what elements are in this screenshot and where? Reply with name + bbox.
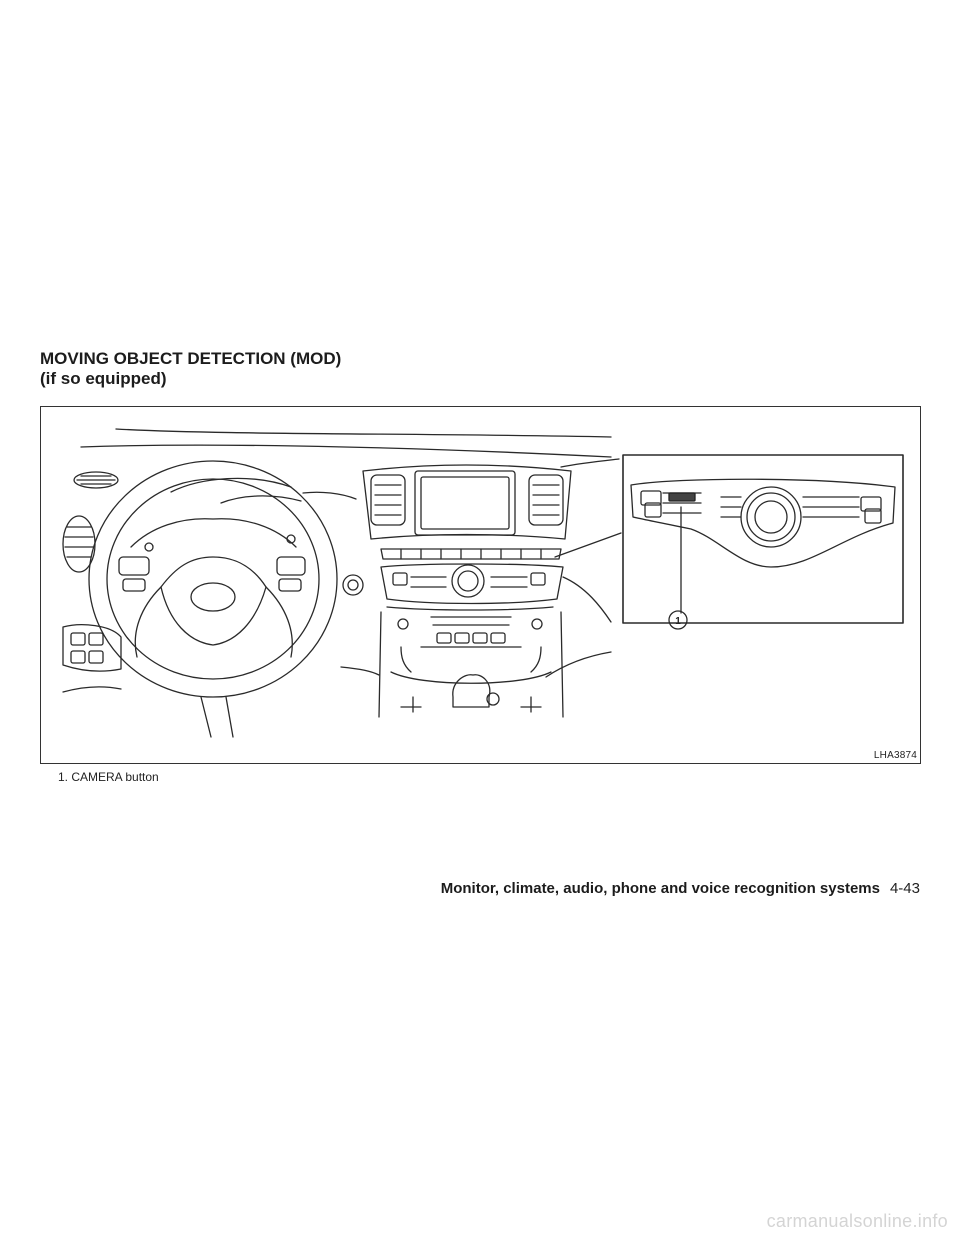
center-button-strip [380, 548, 562, 560]
center-control-cluster [380, 563, 564, 605]
callout-number: 1 [675, 616, 681, 627]
dashboard-illustration: 1 [62, 428, 904, 738]
left-air-vent [62, 471, 119, 573]
start-button [342, 574, 364, 596]
figure-caption-item-1: 1. CAMERA button [58, 770, 159, 784]
center-display [362, 464, 572, 540]
left-switch-panel [62, 624, 122, 693]
footer-section-title: Monitor, climate, audio, phone and voice… [440, 880, 880, 897]
camera-button-icon [668, 492, 696, 502]
center-left-vent [370, 474, 406, 526]
instrument-cluster [170, 477, 357, 504]
right-console-contour [545, 651, 612, 678]
right-dash-contour [562, 576, 612, 623]
watermark: carmanualsonline.info [766, 1211, 948, 1231]
steering-wheel [88, 460, 338, 738]
callout-circle [668, 610, 688, 630]
section-title: MOVING OBJECT DETECTION (MOD) [40, 349, 342, 368]
left-console-contour [340, 666, 380, 676]
center-console [378, 611, 564, 718]
page-footer: Monitor, climate, audio, phone and voice… [441, 879, 920, 899]
section-subtitle: (if so equipped) [40, 369, 167, 388]
camera-button-inset: 1 [622, 454, 904, 630]
inset-leader-line [554, 532, 622, 558]
center-right-vent [528, 474, 564, 526]
dashboard-top-line [115, 428, 612, 438]
audio-lower-panel [386, 606, 554, 673]
page-number: 4-43 [889, 880, 920, 897]
dashboard-brow-line [80, 444, 612, 458]
dashboard-right-edge [560, 458, 620, 468]
dashboard-figure: 1 LHA3874 [40, 406, 921, 764]
figure-id: LHA3874 [873, 750, 917, 761]
section-heading: MOVING OBJECT DETECTION (MOD) (if so equ… [40, 349, 640, 389]
